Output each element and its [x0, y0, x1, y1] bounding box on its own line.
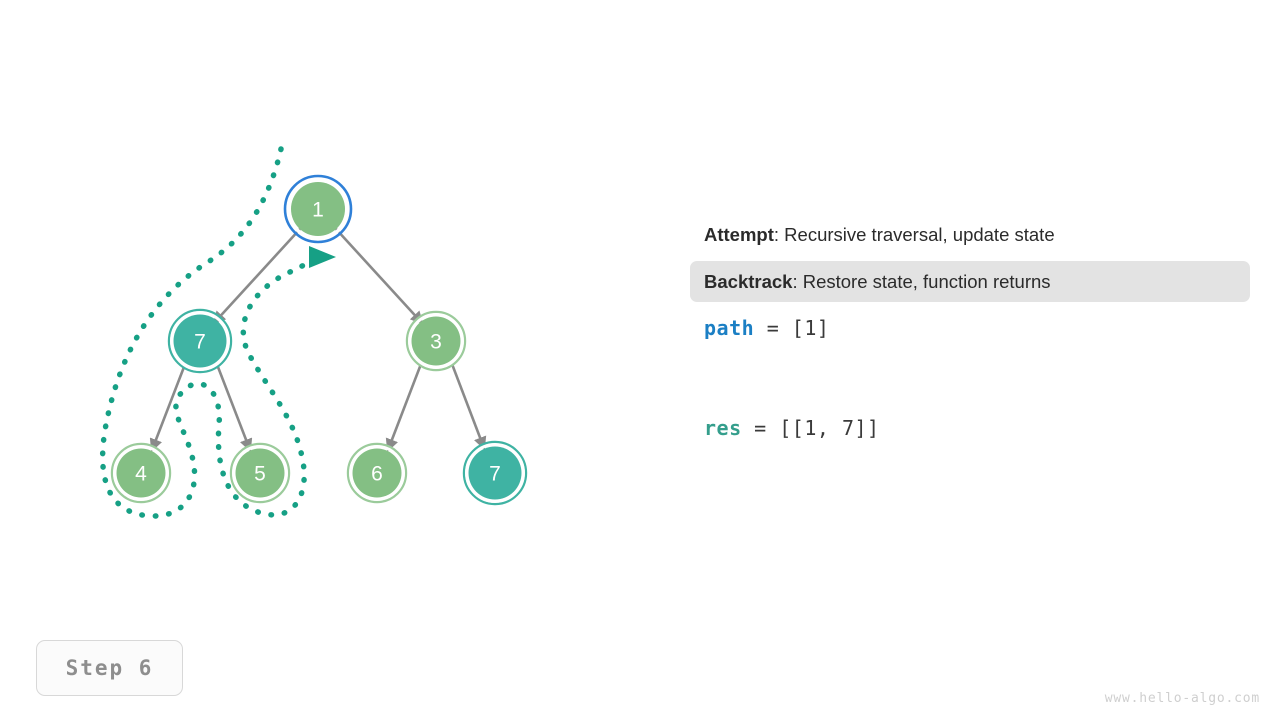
res-variable-value: = [[1, 7]]: [741, 416, 880, 441]
traversal-dotted-path: [99, 146, 325, 519]
edge-7-5: [216, 366, 253, 452]
backtrack-term: Backtrack: [704, 271, 793, 293]
res-variable-name: res: [704, 416, 742, 441]
edge-7-4: [149, 366, 186, 452]
step-badge: Step 6: [36, 640, 183, 696]
tree-node-label: 4: [135, 463, 147, 486]
step-badge-label: Step 6: [65, 656, 154, 680]
tree-node-1[interactable]: 1: [283, 174, 353, 244]
tree-node-label: 7: [489, 463, 501, 486]
edge-3-7b: [450, 363, 487, 450]
tree-node-6[interactable]: 6: [346, 442, 408, 504]
tree-node-7-left[interactable]: 7: [167, 308, 233, 374]
attempt-text: : Recursive traversal, update state: [773, 224, 1055, 245]
attempt-description-row: Attempt: Recursive traversal, update sta…: [690, 214, 1250, 255]
backtrack-description-row: Backtrack: Restore state, function retur…: [690, 261, 1250, 303]
edge-3-6: [385, 363, 423, 452]
backtrack-text: : Restore state, function returns: [792, 271, 1051, 293]
tree-node-3[interactable]: 3: [405, 310, 467, 372]
tree-edges: [149, 228, 487, 452]
res-variable-line: res = [[1, 7]]: [690, 416, 1250, 440]
explanation-panel: Attempt: Recursive traversal, update sta…: [690, 214, 1250, 440]
code-spacer: [690, 340, 1250, 402]
path-variable-value: = [1]: [754, 316, 830, 341]
attempt-term: Attempt: [704, 224, 774, 245]
watermark: www.hello-algo.com: [1104, 691, 1260, 706]
path-variable-line: path = [1]: [690, 316, 1250, 340]
tree-node-5[interactable]: 5: [229, 442, 291, 504]
tree-diagram-panel: 1 7 3 4: [99, 146, 528, 519]
tree-node-label: 3: [430, 331, 442, 354]
tree-node-label: 7: [194, 331, 206, 354]
binary-tree-svg: 1 7 3 4: [99, 146, 528, 519]
edge-1-7: [212, 228, 301, 325]
tree-node-label: 1: [312, 199, 324, 222]
path-variable-name: path: [704, 316, 755, 341]
tree-node-7-right[interactable]: 7: [462, 440, 528, 506]
traversal-direction-marker: [309, 246, 336, 268]
tree-node-label: 5: [254, 463, 266, 486]
tree-nodes: 1 7 3 4: [110, 174, 528, 506]
edge-1-3: [335, 228, 424, 325]
tree-node-4[interactable]: 4: [110, 442, 172, 504]
tree-node-label: 6: [371, 463, 383, 486]
